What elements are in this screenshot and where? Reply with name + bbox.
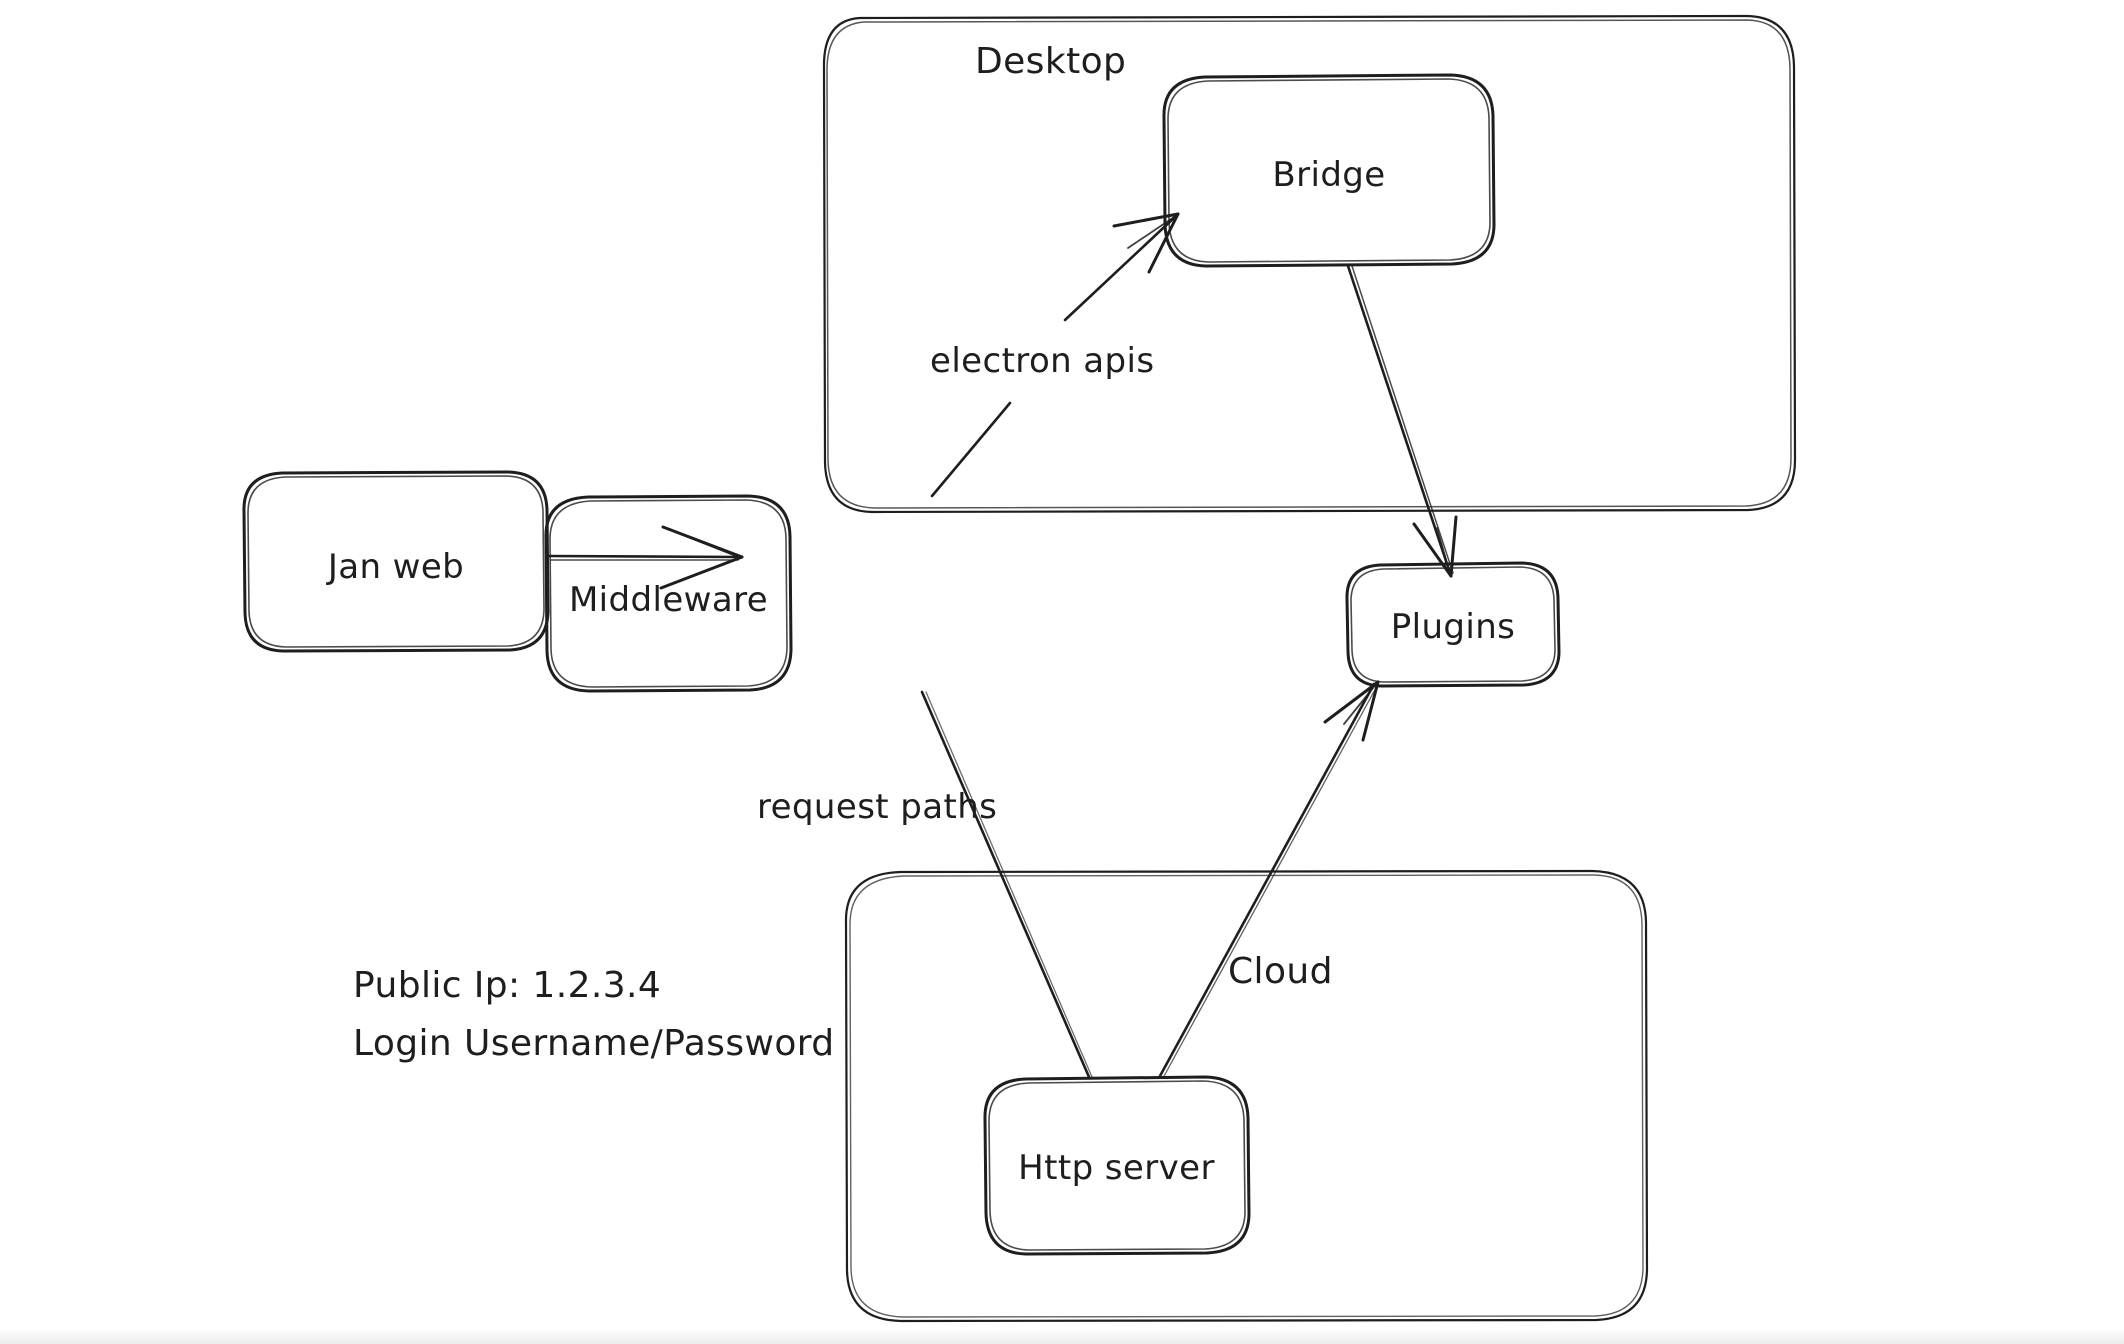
note-login-credentials: Login Username/Password <box>353 1023 835 1064</box>
group-desktop-outline[interactable] <box>822 14 1797 514</box>
edge-http-server-to-plugins[interactable] <box>1158 680 1380 1079</box>
node-plugins-outline[interactable] <box>1345 561 1561 688</box>
node-middleware-outline[interactable] <box>544 494 793 693</box>
edge-middleware-to-http-server[interactable] <box>920 690 1093 1079</box>
edge-label-request-paths: request paths <box>757 787 998 827</box>
node-http-server-outline[interactable] <box>983 1075 1251 1256</box>
edge-label-electron-apis: electron apis <box>930 341 1155 381</box>
bottom-edge-band <box>0 1328 2124 1344</box>
edge-bridge-to-plugins[interactable] <box>1346 264 1458 578</box>
node-jan-web-outline[interactable] <box>242 470 550 653</box>
node-label-jan-web: Jan web <box>327 547 465 587</box>
node-label-plugins: Plugins <box>1390 607 1516 647</box>
edge-middleware-to-bridge[interactable] <box>930 212 1180 498</box>
node-bridge-outline[interactable] <box>1162 73 1496 268</box>
node-label-http-server: Http server <box>1018 1148 1215 1188</box>
group-label-cloud: Cloud <box>1228 951 1333 992</box>
group-cloud-outline[interactable] <box>844 869 1649 1323</box>
node-label-bridge: Bridge <box>1272 155 1386 195</box>
note-public-ip: Public Ip: 1.2.3.4 <box>353 965 662 1006</box>
group-label-desktop: Desktop <box>975 41 1127 82</box>
edge-janweb-to-middleware[interactable] <box>547 525 744 590</box>
node-label-middleware: Middleware <box>568 580 769 620</box>
